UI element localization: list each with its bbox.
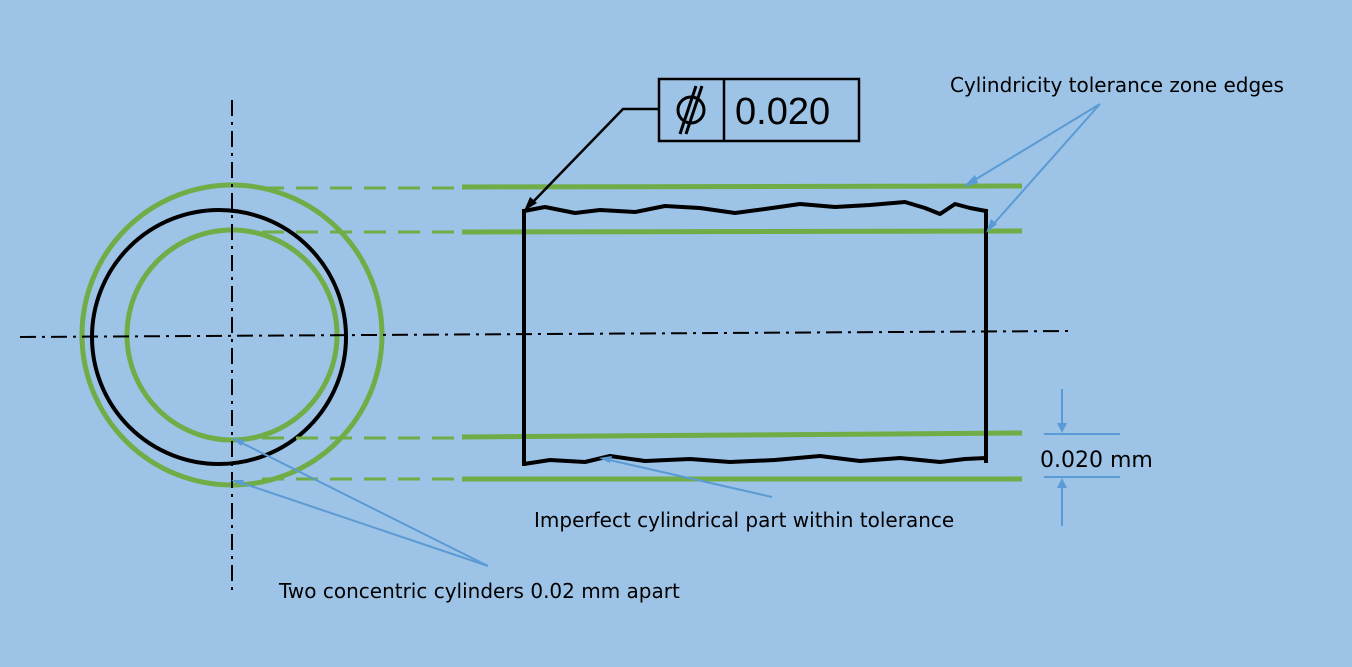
feature-control-frame: 0.020	[657, 77, 861, 143]
part-end-circle	[90, 208, 348, 466]
zone-edge-bottom-inner	[461, 430, 1023, 440]
arrowhead-concentric-outer	[231, 480, 244, 486]
part-side-view	[522, 200, 988, 466]
leader-concentric-outer	[235, 480, 489, 567]
arrowhead-concentric-inner	[232, 438, 245, 446]
leader-zone-edge-outer	[967, 103, 1101, 185]
center-lines	[19, 100, 1073, 590]
leader-zone-edge-inner	[989, 103, 1101, 229]
fcf-tolerance-value: 0.020	[735, 91, 830, 133]
fcf-leader	[524, 107, 659, 211]
dimension-label: 0.020 mm	[1040, 448, 1153, 473]
dim-arrowhead-bottom	[1057, 478, 1067, 488]
dimension-0020: 0.020 mm	[1040, 389, 1153, 526]
part-bottom-surface	[523, 454, 987, 466]
leader-concentric-inner	[235, 439, 489, 567]
cylindricity-symbol-icon	[676, 85, 706, 135]
tolerance-zone-edges	[461, 183, 1023, 482]
dim-arrowhead-top	[1057, 423, 1067, 433]
horizontal-center-line	[19, 330, 1073, 338]
fcf-leader-arrowhead	[524, 197, 537, 211]
callout-leaders	[235, 103, 1101, 567]
zone-edge-top-inner	[461, 228, 1023, 235]
zone-edge-top-outer	[461, 183, 1023, 190]
arrowhead-imperfect-part	[599, 456, 612, 463]
arrowhead-zone-edge-inner	[986, 219, 997, 233]
label-imperfect-part: Imperfect cylindrical part within tolera…	[534, 508, 954, 532]
label-zone-edges: Cylindricity tolerance zone edges	[950, 73, 1284, 97]
part-top-surface	[523, 200, 987, 216]
leader-imperfect-part	[604, 458, 773, 498]
arrowhead-zone-edge-outer	[963, 175, 978, 187]
callout-arrowheads	[231, 175, 997, 486]
label-concentric-cylinders: Two concentric cylinders 0.02 mm apart	[278, 579, 680, 603]
